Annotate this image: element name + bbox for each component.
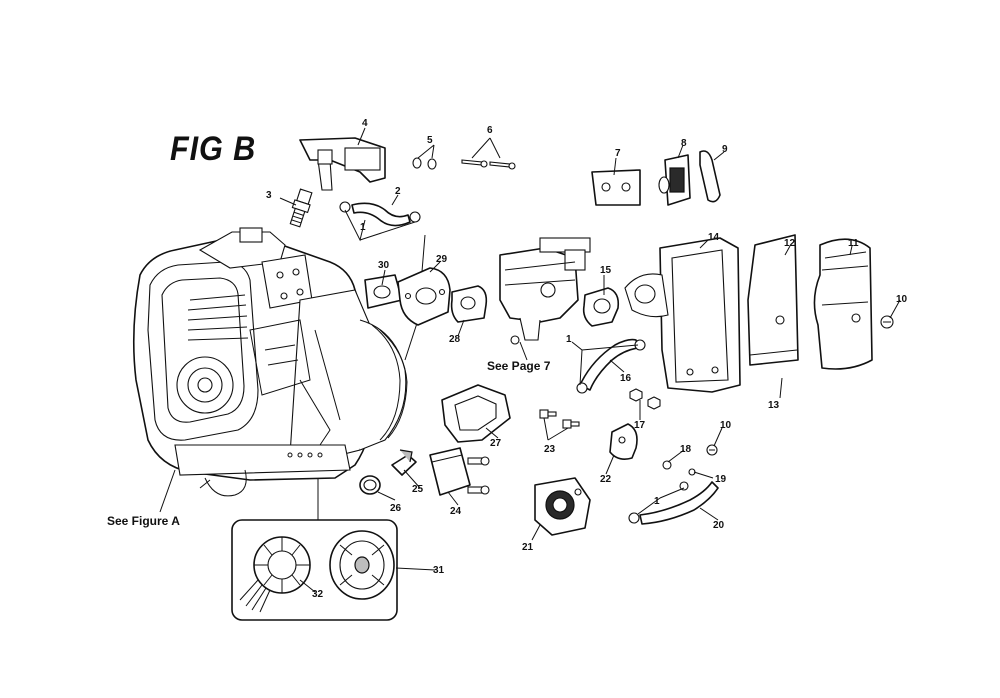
part-27-bracket — [441, 384, 511, 443]
callout-29: 29 — [436, 254, 448, 265]
callout-31: 31 — [433, 565, 445, 576]
callout-3: 3 — [266, 190, 272, 201]
callout-10-lower: 10 — [720, 420, 732, 431]
part-18-washer — [662, 460, 672, 470]
callout-1-top: 1 — [360, 222, 366, 233]
part-20-hose — [628, 481, 719, 525]
part-30-gasket — [364, 274, 403, 309]
callout-1-mid: 1 — [566, 334, 572, 345]
callout-15: 15 — [600, 265, 612, 276]
part-28-gasket — [450, 285, 488, 323]
part-21-fuel-pump — [534, 477, 591, 536]
part-2-breather-hose — [339, 201, 421, 227]
part-3-spark-plug — [289, 188, 313, 228]
callout-13: 13 — [768, 400, 780, 411]
part-9-cover — [699, 150, 721, 203]
part-32-stator — [239, 536, 311, 613]
caption-see-figure-a: See Figure A — [107, 514, 180, 528]
callout-21: 21 — [522, 542, 534, 553]
callout-12: 12 — [784, 238, 796, 249]
carburetor — [499, 237, 591, 345]
part-23-bolts — [539, 409, 580, 429]
callout-labels: 4 5 6 7 8 9 2 3 1 14 12 11 10 30 29 15 2… — [266, 118, 908, 600]
callout-24: 24 — [450, 506, 462, 517]
callout-26: 26 — [390, 503, 402, 514]
part-7-plate — [591, 169, 641, 206]
part-10-knob — [706, 315, 894, 456]
part-8-switch — [658, 154, 691, 206]
callout-4: 4 — [362, 118, 368, 129]
callout-32: 32 — [312, 589, 324, 600]
callout-25: 25 — [412, 484, 424, 495]
callout-16: 16 — [620, 373, 632, 384]
part-24-rectifier — [429, 447, 490, 496]
leader-lines — [159, 127, 901, 593]
part-6-screws — [461, 159, 516, 170]
callout-10-right: 10 — [896, 294, 908, 305]
callout-6: 6 — [487, 125, 493, 136]
callout-22: 22 — [600, 474, 612, 485]
callout-2: 2 — [395, 186, 401, 197]
callout-1-lower: 1 — [654, 496, 660, 507]
callout-11: 11 — [848, 238, 859, 249]
figure-title: FIG B — [170, 130, 257, 168]
part-11-cover — [813, 238, 873, 370]
callout-28: 28 — [449, 334, 461, 345]
callout-19: 19 — [715, 474, 727, 485]
callout-27: 27 — [490, 438, 502, 449]
inset-box — [231, 478, 398, 621]
callout-8: 8 — [681, 138, 687, 149]
callout-20: 20 — [713, 520, 725, 531]
engine-assembly — [132, 227, 426, 497]
part-25-sensor — [391, 449, 417, 476]
part-12-filter — [747, 234, 799, 366]
callout-18: 18 — [680, 444, 692, 455]
callout-23: 23 — [544, 444, 556, 455]
part-15-gasket — [582, 287, 620, 327]
callout-14: 14 — [708, 232, 720, 243]
caption-see-page-7: See Page 7 — [487, 359, 551, 373]
callout-9: 9 — [722, 144, 728, 155]
callout-30: 30 — [378, 260, 390, 271]
part-26-oring — [359, 475, 381, 495]
part-14-air-cleaner-base — [624, 237, 741, 393]
part-5-washers — [412, 157, 437, 170]
callout-7: 7 — [615, 148, 621, 159]
part-17-nuts — [629, 388, 661, 410]
part-4-ignition-coil — [299, 137, 386, 191]
part-22-bracket — [609, 423, 638, 460]
part-29-insulator — [397, 267, 451, 326]
callout-17: 17 — [634, 420, 646, 431]
callout-5: 5 — [427, 135, 433, 146]
part-31-flywheel — [329, 530, 395, 600]
